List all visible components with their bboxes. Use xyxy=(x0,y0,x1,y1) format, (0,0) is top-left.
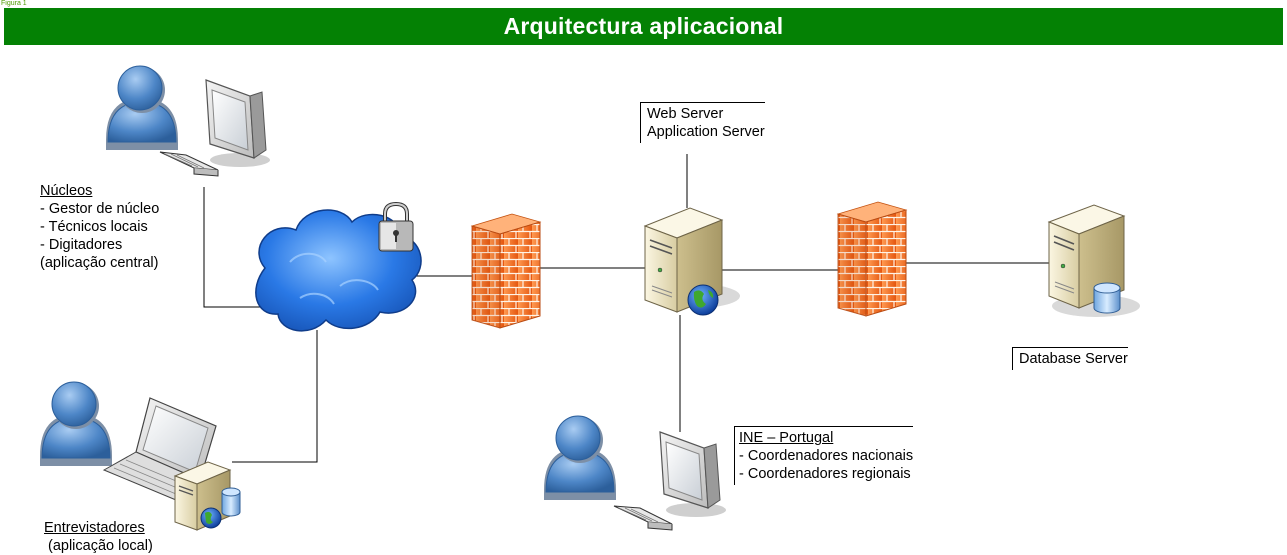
nucleos-line: (aplicação central) xyxy=(40,255,159,271)
server-icon xyxy=(173,461,232,531)
nucleos-workstation xyxy=(106,65,270,177)
server-icon xyxy=(643,207,724,313)
ine-line: - Coordenadores nacionais xyxy=(739,448,914,464)
firewall-icon xyxy=(836,201,908,317)
figure-caption: Figura 1 xyxy=(1,0,27,7)
database-server-text: Database Server xyxy=(1019,351,1128,367)
keyboard-icon xyxy=(613,505,673,531)
database-icon xyxy=(1093,282,1121,314)
nucleos-line: - Digitadores xyxy=(40,237,123,253)
web-server-line: Application Server xyxy=(647,124,765,140)
user-icon xyxy=(106,65,178,150)
page-title: Arquitectura aplicacional xyxy=(503,13,784,39)
database-server xyxy=(1047,204,1140,317)
nucleos-line: - Gestor de núcleo xyxy=(40,201,160,217)
nucleos-heading: Núcleos xyxy=(40,183,93,199)
nucleos-line: - Técnicos locais xyxy=(40,219,148,235)
entrevistadores-heading: Entrevistadores xyxy=(44,520,145,536)
globe-icon xyxy=(200,507,222,529)
link-cloud-entrevistadores xyxy=(232,330,318,463)
web-server xyxy=(643,207,740,316)
user-icon xyxy=(544,415,616,500)
entrevistadores-sub: (aplicação local) xyxy=(48,538,153,554)
ine-workstation xyxy=(544,415,726,531)
web-server-line: Web Server xyxy=(647,106,724,122)
ine-label: INE – Portugal - Coordenadores nacionais… xyxy=(734,426,914,485)
link-nucleos-cloud xyxy=(203,187,268,308)
ine-line: - Coordenadores regionais xyxy=(739,466,911,482)
server-icon xyxy=(1047,204,1126,309)
user-icon xyxy=(40,381,112,466)
title-banner: Arquitectura aplicacional xyxy=(4,8,1283,45)
ine-heading: INE – Portugal xyxy=(739,430,834,446)
globe-icon xyxy=(687,284,719,316)
nucleos-label: Núcleos - Gestor de núcleo - Técnicos lo… xyxy=(40,182,159,272)
keyboard-icon xyxy=(159,151,219,177)
web-server-label: Web Server Application Server xyxy=(640,102,765,143)
firewall-icon xyxy=(470,213,542,329)
database-icon xyxy=(221,487,241,517)
connection-lines xyxy=(203,154,1049,463)
monitor-icon xyxy=(205,79,270,167)
padlock-icon xyxy=(378,201,414,252)
entrevistadores-workstation xyxy=(40,381,241,531)
database-server-label: Database Server xyxy=(1012,347,1128,370)
entrevistadores-label: Entrevistadores (aplicação local) xyxy=(44,519,153,555)
monitor-icon xyxy=(659,431,726,517)
